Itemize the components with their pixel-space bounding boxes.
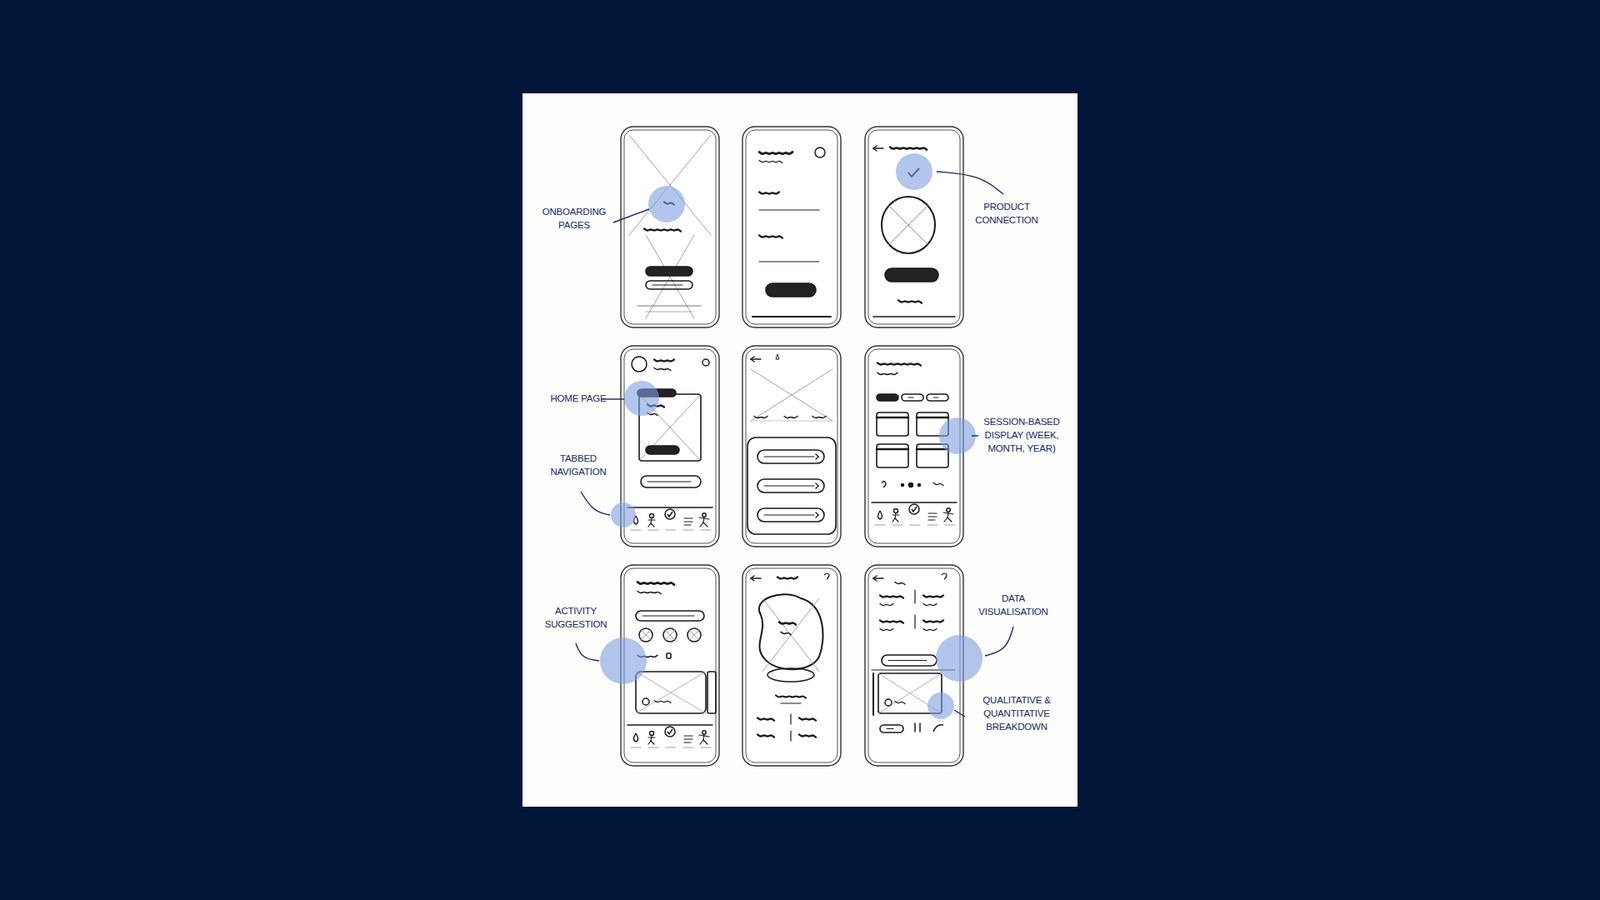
highlight-circle [927, 692, 955, 720]
highlight-circle [648, 185, 685, 223]
callout-label: ACTIVITY SUGGESTION [530, 604, 622, 631]
highlight-circle [939, 417, 976, 455]
callout-label: TABBED NAVIGATION [532, 451, 625, 479]
highlight-circle [935, 635, 983, 682]
leader-line [575, 643, 600, 661]
paper-card [522, 93, 1078, 807]
highlight-circle [610, 502, 636, 528]
phone-sketch [620, 126, 720, 328]
leader-line [985, 626, 1014, 656]
highlight-circle [895, 153, 933, 190]
leader-line [971, 435, 979, 436]
callout-label: ONBOARDING PAGES [532, 205, 616, 232]
phone-sketch [742, 126, 841, 328]
phone-sketch [865, 126, 964, 328]
phone-sketch [742, 345, 841, 547]
callout-label: DATA VISUALISATION [967, 591, 1060, 619]
callout-label: HOME PAGE [549, 391, 608, 405]
highlight-circle [600, 637, 647, 685]
leader-line [613, 209, 650, 223]
leader-line [936, 171, 1004, 195]
leader-line [954, 710, 965, 717]
callout-label: SESSION-BASED DISPLAY (WEEK, MONTH, YEAR… [981, 415, 1062, 455]
callout-label: QUALITATIVE & QUANTITATIVE BREAKDOWN [970, 693, 1064, 734]
callout-label: PRODUCT CONNECTION [965, 200, 1049, 227]
leader-line [580, 491, 610, 515]
highlight-circle [624, 380, 660, 416]
phone-sketch [742, 565, 841, 766]
